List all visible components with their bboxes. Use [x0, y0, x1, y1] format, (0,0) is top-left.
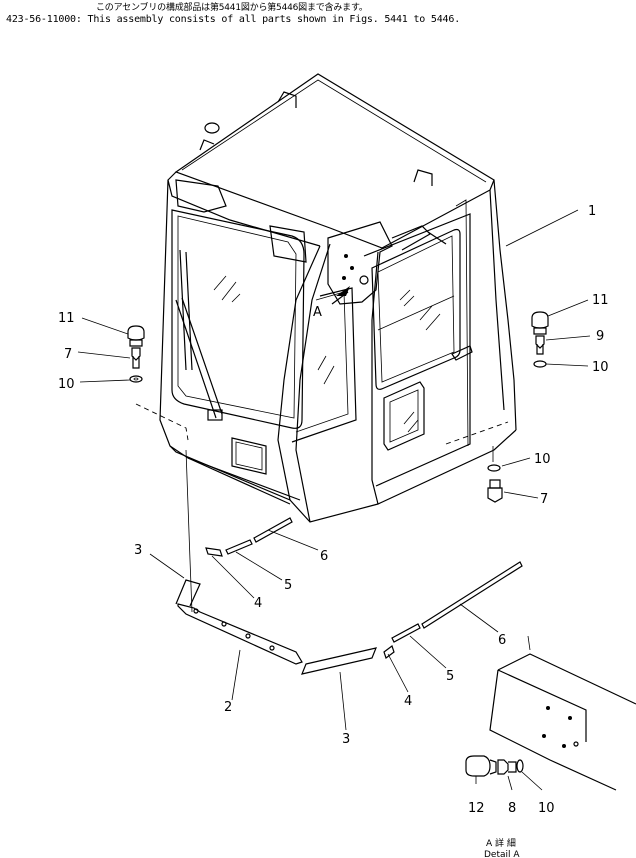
- callout-4-right: 4: [404, 694, 412, 709]
- detail-caption-jp: A 詳 細: [486, 837, 516, 849]
- cab-assembly: [135, 73, 517, 523]
- callout-1: 1: [588, 204, 596, 219]
- callout-3-left: 3: [134, 543, 142, 558]
- callout-5-left: 5: [284, 578, 292, 593]
- right-bolt-stack: [531, 311, 549, 368]
- callout-7-right: 7: [540, 492, 548, 507]
- callout-2: 2: [224, 700, 232, 715]
- callout-3-bottom: 3: [342, 732, 350, 747]
- callout-11-left: 11: [58, 311, 75, 326]
- callout-10-detail: 10: [538, 801, 555, 816]
- assembly-note: 423-56-11000: This assembly consists of …: [6, 14, 460, 25]
- detail-a-view: [465, 635, 636, 791]
- detail-a-marker: A: [313, 305, 322, 320]
- callout-9: 9: [596, 329, 604, 344]
- callout-7-left: 7: [64, 347, 72, 362]
- callout-12: 12: [468, 801, 485, 816]
- left-bolt-stack: [127, 325, 145, 383]
- callout-6-right: 6: [498, 633, 506, 648]
- left-floor-seal: [175, 449, 377, 675]
- leader-lines: [77, 209, 591, 791]
- callout-6-left: 6: [320, 549, 328, 564]
- callout-11-right: 11: [592, 293, 609, 308]
- callout-5-right: 5: [446, 669, 454, 684]
- detail-caption-en: Detail A: [484, 850, 520, 858]
- lower-bolt-stack: [487, 446, 503, 503]
- callout-10-right: 10: [592, 360, 609, 375]
- callout-4-left: 4: [254, 596, 262, 611]
- callout-8: 8: [508, 801, 516, 816]
- callout-10-lower: 10: [534, 452, 551, 467]
- right-floor-seal: [383, 561, 523, 659]
- part-number: 423-56-11000: [6, 14, 76, 25]
- english-note: : This assembly consists of all parts sh…: [75, 14, 461, 25]
- callout-labels: 1 2 3 3 4 4 5 5 6 6 7 7 8 9 10 10 10 10 …: [58, 204, 609, 816]
- japanese-note: このアセンブリの構成部品は第5441図から第5446図まで含みます。: [96, 3, 368, 13]
- callout-10-left: 10: [58, 377, 75, 392]
